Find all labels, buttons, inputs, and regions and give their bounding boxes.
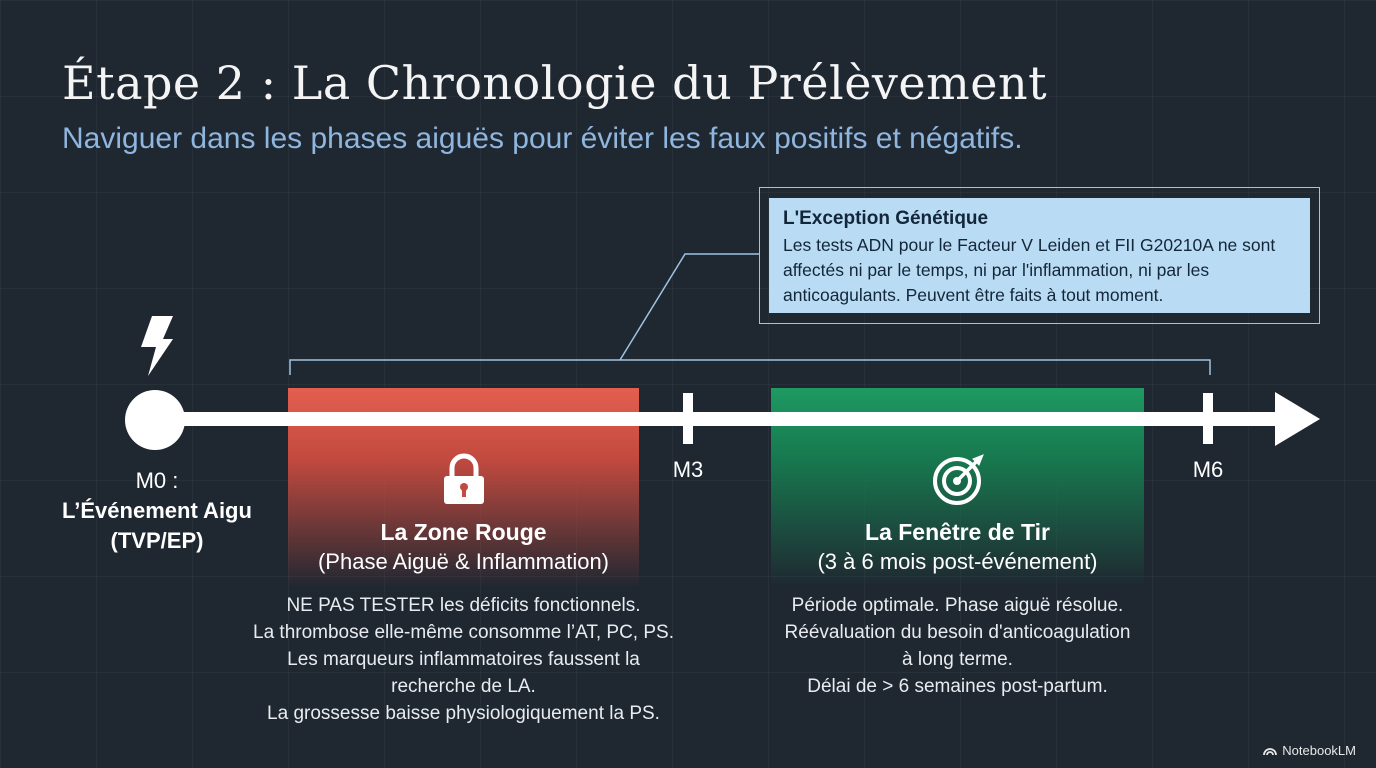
green-desc-line: Réévaluation du besoin d'anticoagulation <box>784 622 1131 643</box>
event-abbr: (TVP/EP) <box>110 528 204 553</box>
genetic-exception-title: L'Exception Génétique <box>783 208 989 229</box>
timeline-arrowhead <box>1275 392 1320 446</box>
genetic-connector <box>619 253 759 361</box>
red-zone-title: La Zone Rouge <box>380 519 547 545</box>
tick-label-m6: M6 <box>1192 457 1224 482</box>
page-subtitle: Naviguer dans les phases aiguës pour évi… <box>62 122 1023 155</box>
green-zone-subtitle: (3 à 6 mois post-événement) <box>817 549 1098 574</box>
footer-brand-name: NotebookLM <box>1282 743 1356 758</box>
event-label: M0 : L’Événement Aigu (TVP/EP) <box>62 464 252 558</box>
start-node <box>125 390 185 450</box>
red-desc-line: La thrombose elle-même consomme l’AT, PC… <box>253 622 674 643</box>
genetic-exception-panel: L'Exception Génétique Les tests ADN pour… <box>769 198 1310 313</box>
genetic-exception-text: Les tests ADN pour le Facteur V Leiden e… <box>783 233 1296 308</box>
page-title: Étape 2 : La Chronologie du Prélèvement <box>62 56 1048 110</box>
red-desc-line: La grossesse baisse physiologiquement la… <box>267 703 660 724</box>
footer-brand: NotebookLM <box>1263 743 1356 758</box>
green-desc-line: à long terme. <box>902 649 1013 670</box>
red-desc-line: NE PAS TESTER les déficits fonctionnels. <box>286 595 641 616</box>
green-desc-line: Délai de > 6 semaines post-partum. <box>807 676 1108 697</box>
event-name: L’Événement Aigu <box>62 498 252 523</box>
lock-icon <box>444 453 484 504</box>
timeline-axis <box>160 412 1285 426</box>
green-desc-line: Période optimale. Phase aiguë résolue. <box>791 595 1124 616</box>
green-zone-description: Période optimale. Phase aiguë résolue. R… <box>731 592 1184 700</box>
genetic-line: Les tests ADN pour le Facteur V Leiden e… <box>783 235 1276 255</box>
tick-m3 <box>683 393 693 444</box>
green-zone-title: La Fenêtre de Tir <box>865 519 1050 545</box>
notebooklm-logo-icon <box>1263 747 1278 755</box>
genetic-line: affectés ni par le temps, ni par l'infla… <box>783 260 1210 280</box>
genetic-exception-box: L'Exception Génétique Les tests ADN pour… <box>759 187 1320 324</box>
tick-label-m3: M3 <box>672 457 704 482</box>
target-icon <box>933 454 984 505</box>
red-desc-line: Les marqueurs inflammatoires faussent la <box>287 649 640 670</box>
red-zone-description: NE PAS TESTER les déficits fonctionnels.… <box>228 592 699 727</box>
genetic-bracket <box>289 359 1211 375</box>
lightning-icon <box>141 316 173 376</box>
event-month: M0 : <box>135 468 179 493</box>
tick-m6 <box>1203 393 1213 444</box>
red-desc-line: recherche de LA. <box>391 676 536 697</box>
genetic-line: anticoagulants. Peuvent être faits à tou… <box>783 285 1164 305</box>
red-zone-subtitle: (Phase Aiguë & Inflammation) <box>317 549 610 574</box>
